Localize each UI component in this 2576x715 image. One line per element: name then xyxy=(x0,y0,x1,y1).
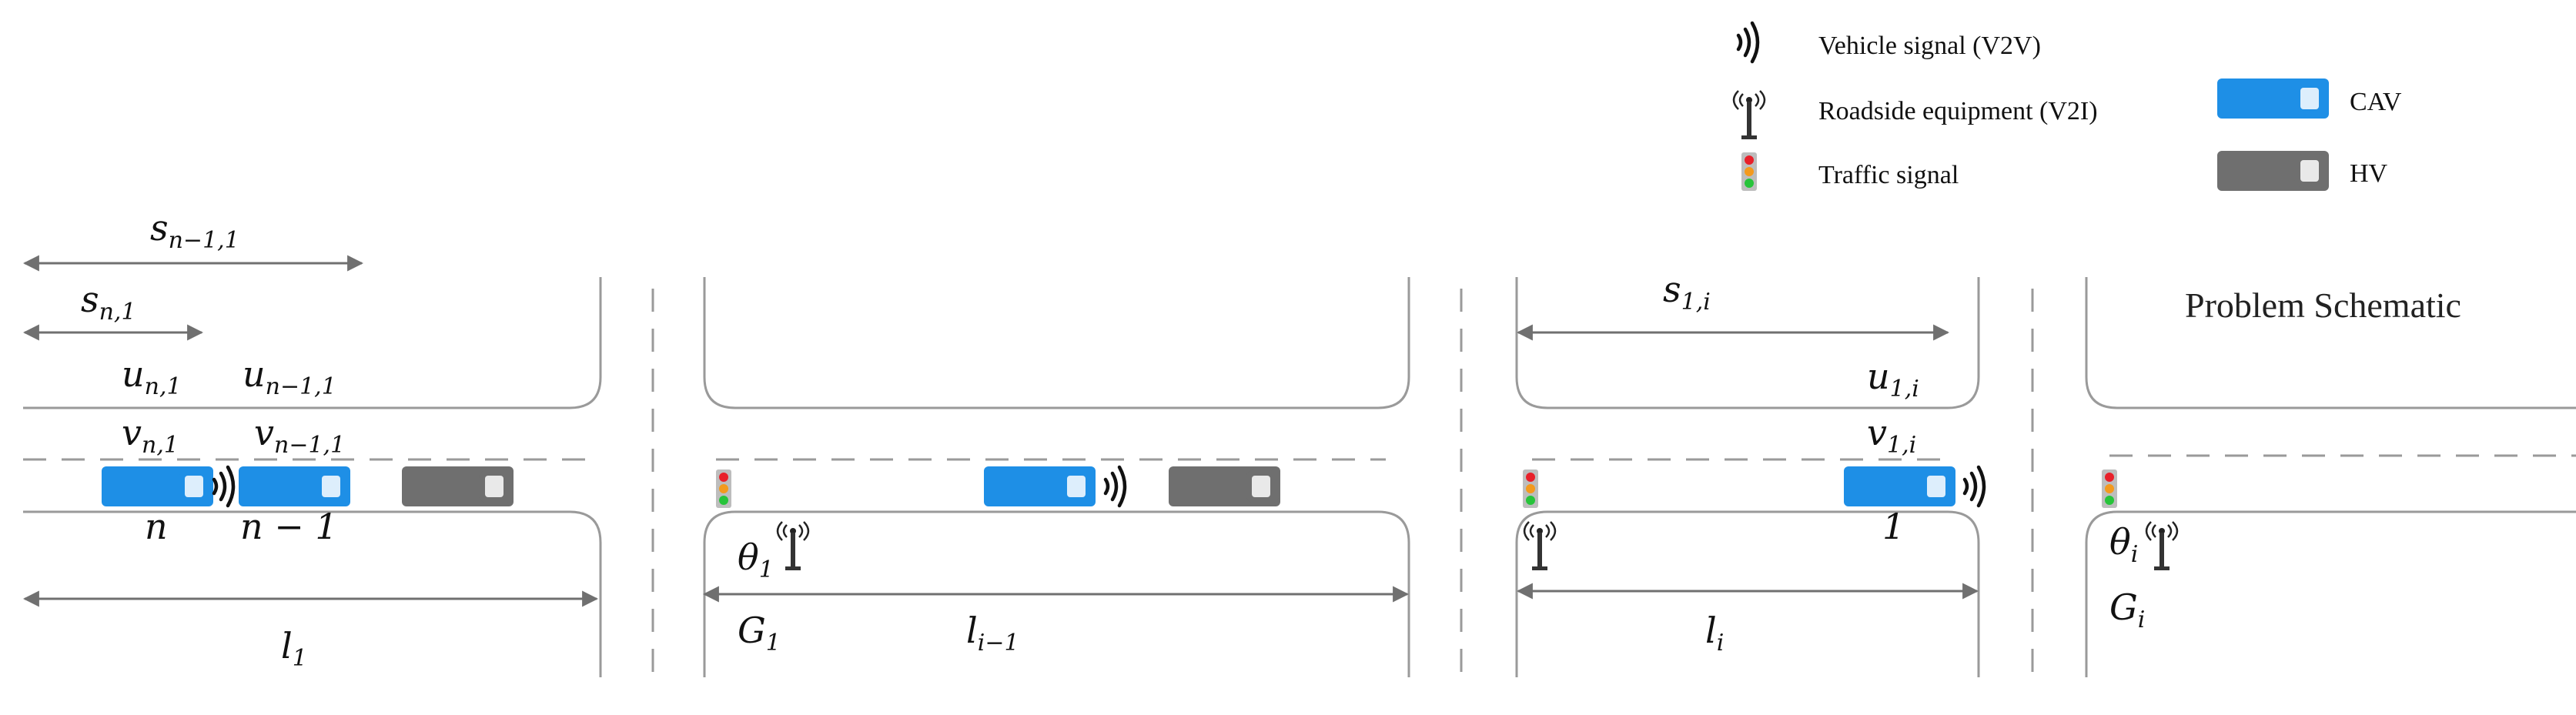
legend-v2v-icon xyxy=(1738,23,1758,62)
label-v-1-i: v1,i xyxy=(1867,412,1916,459)
road-network xyxy=(23,277,2576,677)
label-s-n-minus-1-1: sn−1,1 xyxy=(150,207,239,254)
legend-v2v-label: Vehicle signal (V2V) xyxy=(1818,32,2041,60)
antenna-icon xyxy=(776,520,810,572)
road-bottom-block-4 xyxy=(2085,510,2576,677)
label-u-n-minus-1-1: un−1,1 xyxy=(243,353,336,400)
antenna-icon xyxy=(1523,520,1557,572)
vehicles xyxy=(102,466,1984,506)
label-l-i: li xyxy=(1705,610,1724,657)
dimension-arrows xyxy=(22,255,1979,607)
traffic-signal-icon xyxy=(1523,469,1538,508)
cav-vehicle-n-minus-1 xyxy=(239,466,350,506)
v2v-signal-icon xyxy=(214,467,233,506)
label-s-n-1: sn,1 xyxy=(81,279,136,326)
label-n-minus-1: n − 1 xyxy=(240,506,338,547)
road-top-block-2 xyxy=(703,277,1410,409)
hv-vehicle-block-2 xyxy=(1169,466,1280,506)
diagram-title: Problem Schematic xyxy=(2185,286,2461,325)
legend-hv-label: HV xyxy=(2350,159,2388,188)
v2v-signal-icon xyxy=(1965,467,1984,506)
road-top-block-3 xyxy=(1515,277,1980,409)
traffic-signal-icon xyxy=(2102,469,2117,508)
legend-hv-icon xyxy=(2217,151,2329,191)
label-G1: G1 xyxy=(738,610,781,657)
label-v-n-1: vn,1 xyxy=(122,412,179,459)
traffic-signal-icon xyxy=(716,469,731,508)
label-G-i: Gi xyxy=(2109,586,2145,633)
road-bottom-block-2 xyxy=(703,510,1410,677)
legend-antenna-icon xyxy=(1732,89,1766,141)
road-top-block-4 xyxy=(2085,277,2576,409)
label-l-i-minus-1: li−1 xyxy=(966,610,1019,657)
legend-traffic-signal-icon xyxy=(1741,152,1757,191)
road-bottom-block-3 xyxy=(1515,510,1980,677)
road-top-block-1 xyxy=(23,277,602,409)
cav-vehicle-n xyxy=(102,466,213,506)
road-bottom-block-1 xyxy=(23,510,602,677)
legend-cav-label: CAV xyxy=(2350,88,2402,116)
label-v-n-minus-1-1: vn−1,1 xyxy=(254,412,345,459)
label-l1: l1 xyxy=(281,625,307,672)
label-u-1-i: u1,i xyxy=(1867,356,1919,403)
label-n: n xyxy=(145,506,168,547)
label-one: 1 xyxy=(1882,506,1905,547)
hv-vehicle-block-1 xyxy=(402,466,514,506)
cav-vehicle-block-2 xyxy=(984,466,1096,506)
v2v-signal-icon xyxy=(1106,467,1125,506)
label-theta1: θ1 xyxy=(738,536,774,583)
infrastructure xyxy=(716,469,2179,572)
label-theta-i: θi xyxy=(2109,521,2138,568)
legend: Vehicle signal (V2V) Roadside equipment … xyxy=(1732,23,2402,191)
legend-cav-icon xyxy=(2217,79,2329,119)
antenna-icon xyxy=(2145,520,2179,572)
label-u-n-1: un,1 xyxy=(122,353,182,400)
math-labels: sn−1,1 sn,1 un,1 un−1,1 vn,1 vn−1,1 n n … xyxy=(81,207,2145,672)
legend-traffic-signal-label: Traffic signal xyxy=(1818,161,1959,189)
label-s-1-i: s1,i xyxy=(1663,269,1711,316)
legend-v2i-label: Roadside equipment (V2I) xyxy=(1818,97,2098,125)
cav-vehicle-1 xyxy=(1844,466,1955,506)
